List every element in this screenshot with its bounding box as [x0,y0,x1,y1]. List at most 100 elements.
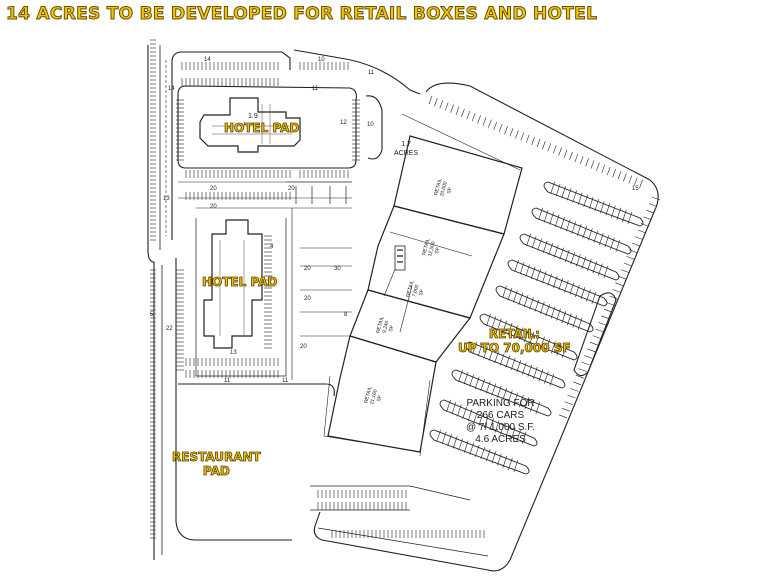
parking-stall-line [599,201,605,214]
parking-stall-line [488,348,494,361]
parking-stall-line [496,385,502,398]
parking-stall-line [519,262,525,275]
stall-count: 20 [304,296,311,302]
parking-stall-line [604,235,610,248]
parking-stall-line [458,438,463,451]
parking-stall-line [525,264,530,277]
parking-stall-line [511,427,516,440]
parking-stall-line [534,299,540,312]
parking-stall-line [488,119,492,128]
parking-stall-line [591,291,597,304]
acres-label: 1.7 ACRES [394,140,418,158]
retail-line1: RETAIL: [488,327,540,341]
parking-stall-line [524,329,529,342]
parking-stall-line [533,366,538,380]
parking-stall-line [556,308,561,321]
parking-stall-line [543,210,549,223]
parking-stall-line [542,240,548,253]
parking-stall-line [519,394,524,408]
stall-count: 13 [230,350,237,356]
stall-count: 20 [304,266,311,272]
parking-stall-line [553,245,559,258]
parking-stall-line [622,209,627,222]
parking-stall-line [560,216,565,230]
parking-stall-line [646,209,655,214]
parking-stall-line [489,418,494,431]
parking-stall-line [643,216,652,221]
parking-stall-line [603,265,609,278]
parking-stall-line [545,304,550,317]
parking-stall-line [596,162,600,171]
parking-stall-line [563,149,568,158]
parking-stall-line [575,254,581,267]
parking-stall-line [531,136,535,145]
parking-stall-line [530,266,536,279]
parking-stall-line [508,457,513,470]
parking-stall-line [577,317,583,330]
parking-stall-line [466,110,471,120]
parking-stall-line [572,315,577,328]
stall-count: 20 [210,186,217,192]
parking-stall-line [515,130,519,139]
parking-stall-line [561,310,567,324]
parking-stall-line [612,289,621,293]
parking-stall-line [507,288,513,301]
parking-line1: PARKING FOR [466,398,535,409]
parking-stall-line [434,98,438,107]
parking-stall-line [567,394,576,399]
parking-stall-line [523,294,529,308]
stall-count: 15 [632,186,639,192]
parking-stall-line [577,192,583,205]
parking-stall-line [588,196,594,210]
parking-stall-line [497,453,502,466]
parking-stall-line [520,132,525,141]
parking-stall-line [610,237,615,250]
parking-stall-line [474,376,480,389]
stall-count: 22 [166,326,173,332]
parking-stall-line [564,401,573,405]
parking-stall-line [626,256,635,260]
parking-stall-line [518,292,523,305]
parking-stall-line [439,100,444,109]
stall-count: 14 [168,86,175,92]
hotel-acres-label: 1.9 [248,113,258,120]
parking-stall-line [473,411,478,424]
parking-stall-line [576,223,582,236]
restaurant-pad-line2: PAD [202,463,231,478]
parking-stall-line [526,233,531,246]
parking-stall-line [616,207,622,220]
parking-stall-line [458,369,463,382]
parking-stall-line [572,381,582,386]
parking-stall-line [620,269,630,273]
parking-stall-line [504,125,508,135]
stall-count: 20 [210,204,217,210]
parking-stall-line [592,261,598,274]
parking-stall-line [540,336,545,349]
parking-stall-line [469,442,475,455]
parking-stall-line [561,186,566,199]
stall-count: 10 [367,122,374,128]
parking-stall-line [551,341,556,354]
parking-stall-line [534,334,540,347]
parking-line2: 266 CARS [476,410,525,421]
parking-stall-line [524,397,530,410]
parking-stall-line [455,106,460,115]
parking-stall-line [462,406,467,419]
parking-stall-line [649,203,658,207]
retail-line2: UP TO 70,000 SF [458,340,571,355]
parking-stall-line [606,166,611,176]
parking-stall-line [491,451,497,464]
parking-stall-line [544,371,549,384]
parking-stall-line [558,414,568,419]
parking-stall-line [563,280,569,293]
parking-stall-line [583,194,589,207]
parking-stall-line [497,318,502,331]
parking-stall-line [575,284,580,298]
parking-stall-line [550,306,556,319]
stall-count: 20 [288,186,295,192]
parking-stall-line [579,156,584,165]
parking-stall-line [550,181,555,194]
parking-stall-line [547,273,553,286]
restaurant-pad-line1: RESTAURANT [172,450,262,464]
